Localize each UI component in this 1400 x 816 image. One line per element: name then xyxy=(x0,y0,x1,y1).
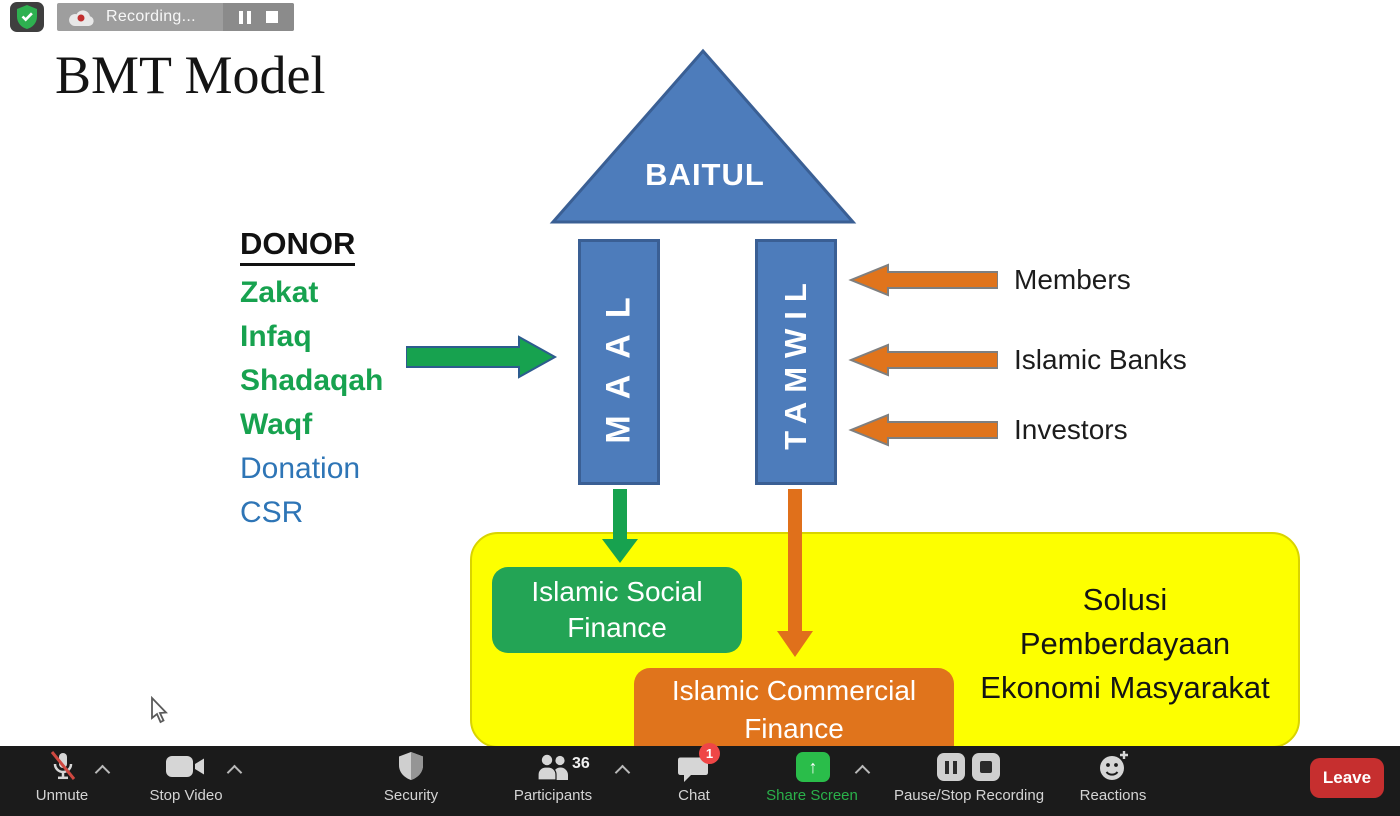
toolbar-pause-recording-icon[interactable] xyxy=(937,753,965,781)
unmute-options-caret-icon[interactable] xyxy=(94,764,111,781)
pause-recording-icon[interactable] xyxy=(238,10,251,24)
share-options-caret-icon[interactable] xyxy=(854,764,871,781)
share-up-arrow-glyph: ↑ xyxy=(808,757,818,777)
donor-flow-arrow xyxy=(406,335,558,379)
inflow-row: Investors xyxy=(848,408,1128,452)
share-screen-button[interactable]: Share Screen xyxy=(766,787,858,804)
solution-line: Pemberdayaan xyxy=(1019,626,1231,661)
toolbar-stop-recording-icon[interactable] xyxy=(972,753,1000,781)
inflow-row: Members xyxy=(848,258,1131,302)
donor-item: CSR xyxy=(240,496,304,529)
share-screen-icon[interactable]: ↑ xyxy=(796,752,830,782)
leave-button[interactable]: Leave xyxy=(1310,758,1384,798)
chat-bubble-icon[interactable] xyxy=(678,757,708,789)
slide-title: BMT Model xyxy=(55,45,326,105)
inflow-row: Islamic Banks xyxy=(848,338,1187,382)
donor-item: Waqf xyxy=(240,408,313,441)
inflow-label: Members xyxy=(1014,264,1131,295)
pillar-tamwil-label: TAMWIL xyxy=(778,274,813,450)
recording-indicator-bar: Recording... xyxy=(57,3,294,31)
inflow-arrow-icon xyxy=(848,263,998,297)
donor-item: Zakat xyxy=(240,276,319,309)
camera-icon[interactable] xyxy=(166,755,204,784)
participants-icon[interactable] xyxy=(536,754,572,786)
stop-video-button[interactable]: Stop Video xyxy=(149,787,223,804)
chat-button[interactable]: Chat xyxy=(678,787,710,804)
stop-recording-icon[interactable] xyxy=(266,11,279,23)
pause-stop-recording-button[interactable]: Pause/Stop Recording xyxy=(893,787,1045,804)
participants-button[interactable]: Participants xyxy=(513,787,593,804)
reactions-smiley-icon[interactable] xyxy=(1098,750,1130,788)
inflow-label: Islamic Banks xyxy=(1014,344,1187,375)
green-shield-check-icon xyxy=(15,4,39,30)
security-button[interactable]: Security xyxy=(383,787,439,804)
inflow-arrow-icon xyxy=(848,343,998,377)
inflow-label: Investors xyxy=(1014,414,1128,445)
participants-options-caret-icon[interactable] xyxy=(614,764,631,781)
pillar-maal: MAAL xyxy=(578,239,660,485)
recording-controls xyxy=(223,3,294,31)
video-options-caret-icon[interactable] xyxy=(226,764,243,781)
unmute-button[interactable]: Unmute xyxy=(35,787,89,804)
solution-text: Solusi Pemberdayaan Ekonomi Masyarakat xyxy=(950,578,1300,710)
meeting-security-badge[interactable] xyxy=(10,2,44,32)
pillar-tamwil: TAMWIL xyxy=(755,239,837,485)
islamic-social-finance-box: Islamic Social Finance xyxy=(492,567,742,653)
donor-heading: DONOR xyxy=(240,226,356,266)
roof-triangle-shape xyxy=(549,48,857,224)
participants-count: 36 xyxy=(572,755,590,772)
zoom-toolbar: Unmute Stop Video Security 36 Participan… xyxy=(0,743,1400,816)
maal-down-arrow xyxy=(602,489,638,563)
tamwil-down-arrow xyxy=(777,489,813,657)
donor-list: DONOR Zakat Infaq Shadaqah Waqf Donation… xyxy=(240,226,383,530)
roof-label: BAITUL xyxy=(645,157,765,192)
mouse-cursor xyxy=(151,696,168,724)
security-shield-icon[interactable] xyxy=(397,751,425,786)
donor-item: Donation xyxy=(240,452,361,485)
recording-label: Recording... xyxy=(106,8,196,25)
reactions-button[interactable]: Reactions xyxy=(1079,787,1147,804)
inflow-arrow-icon xyxy=(848,413,998,447)
recording-cloud-icon xyxy=(68,8,94,27)
solution-line: Solusi xyxy=(1082,582,1168,617)
solution-line: Ekonomi Masyarakat xyxy=(980,670,1270,705)
donor-item: Infaq xyxy=(240,320,312,353)
mic-muted-icon[interactable] xyxy=(48,750,78,789)
chat-unread-badge: 1 xyxy=(699,743,720,764)
pillar-maal-label: MAAL xyxy=(599,280,638,444)
donor-item: Shadaqah xyxy=(240,364,384,397)
